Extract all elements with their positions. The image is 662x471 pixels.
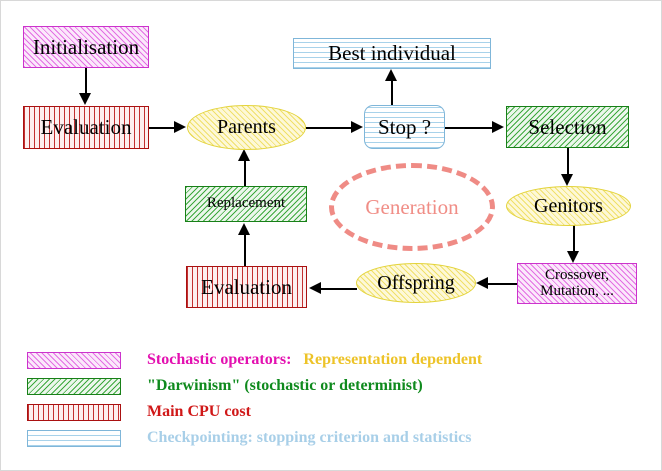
arrowhead-parents-to-stop <box>351 121 363 133</box>
legend-row-checkpointing: Checkpointing: stopping criterion and st… <box>27 425 637 451</box>
node-parents-label: Parents <box>217 116 276 138</box>
node-crossover-line2: Mutation, ... <box>540 282 614 299</box>
legend-label-darwinism: "Darwinism" (stochastic or determinist) <box>147 377 423 394</box>
legend-row-cpu-cost: Main CPU cost <box>27 399 637 425</box>
edge-crossover-to-offspring <box>488 283 518 285</box>
node-best-individual[interactable]: Best individual <box>293 38 491 69</box>
legend-label-checkpointing: Checkpointing: stopping criterion and st… <box>147 429 472 446</box>
legend-label-cpu-cost: Main CPU cost <box>147 403 251 420</box>
arrowhead-initialisation-to-evaluation <box>79 93 91 105</box>
node-generation-label: Generation <box>365 194 459 219</box>
node-offspring-label: Offspring <box>377 271 455 294</box>
node-initialisation-label: Initialisation <box>32 34 140 59</box>
node-generation-group: Generation <box>329 163 495 251</box>
node-evaluation-bottom-label: Evaluation <box>201 274 292 299</box>
node-genitors-label: Genitors <box>534 194 603 217</box>
arrowhead-replacement-to-parents <box>238 149 250 161</box>
edge-genitors-to-crossover <box>573 225 575 251</box>
edge-evaluation-to-replacement <box>244 234 246 267</box>
node-replacement-label: Replacement <box>206 195 286 212</box>
arrowhead-evaluation-to-parents <box>174 121 186 133</box>
legend-row-darwinism: "Darwinism" (stochastic or determinist) <box>27 373 637 399</box>
edge-offspring-to-evaluation <box>320 288 357 290</box>
node-genitors[interactable]: Genitors <box>506 186 631 226</box>
edge-selection-to-genitors <box>567 148 569 175</box>
node-stop-label: Stop ? <box>377 114 432 139</box>
node-best-individual-label: Best individual <box>328 41 456 66</box>
node-crossover-line1: Crossover, <box>545 266 609 283</box>
arrowhead-stop-to-selection <box>492 121 504 133</box>
legend-swatch-green-hatch <box>27 377 121 395</box>
legend-swatch-blue-hatch <box>27 429 121 447</box>
edge-evaluation-to-parents <box>149 127 175 129</box>
legend-label-representation-dependent: Representation dependent <box>303 351 483 368</box>
edge-parents-to-stop <box>306 127 352 129</box>
arrowhead-selection-to-genitors <box>561 174 573 186</box>
arrowhead-stop-to-best-individual <box>385 69 397 81</box>
node-evaluation-top-label: Evaluation <box>40 115 132 140</box>
node-replacement[interactable]: Replacement <box>185 186 307 222</box>
edge-initialisation-to-evaluation <box>85 68 87 94</box>
node-selection[interactable]: Selection <box>506 106 629 148</box>
node-parents[interactable]: Parents <box>187 105 306 150</box>
node-evaluation-bottom[interactable]: Evaluation <box>186 266 307 308</box>
legend-row-stochastic: Stochastic operators: Representation dep… <box>27 347 637 373</box>
arrowhead-crossover-to-offspring <box>476 277 488 289</box>
edge-replacement-to-parents <box>244 161 246 187</box>
legend: Stochastic operators: Representation dep… <box>27 347 637 451</box>
node-evaluation-top[interactable]: Evaluation <box>23 106 149 149</box>
legend-label-stochastic: Stochastic operators: <box>147 351 292 368</box>
edge-stop-to-best-individual <box>391 81 393 107</box>
arrowhead-offspring-to-evaluation <box>309 282 321 294</box>
node-selection-label: Selection <box>528 114 607 139</box>
edge-stop-to-selection <box>445 127 493 129</box>
arrowhead-genitors-to-crossover <box>567 251 579 263</box>
legend-swatch-red-hatch <box>27 403 121 421</box>
legend-swatch-magenta-hatch <box>27 351 121 369</box>
node-crossover-mutation[interactable]: Crossover, Mutation, ... <box>517 263 637 304</box>
arrowhead-evaluation-to-replacement <box>238 223 250 235</box>
node-offspring[interactable]: Offspring <box>356 263 476 303</box>
node-stop[interactable]: Stop ? <box>364 105 445 149</box>
node-initialisation[interactable]: Initialisation <box>23 26 149 68</box>
